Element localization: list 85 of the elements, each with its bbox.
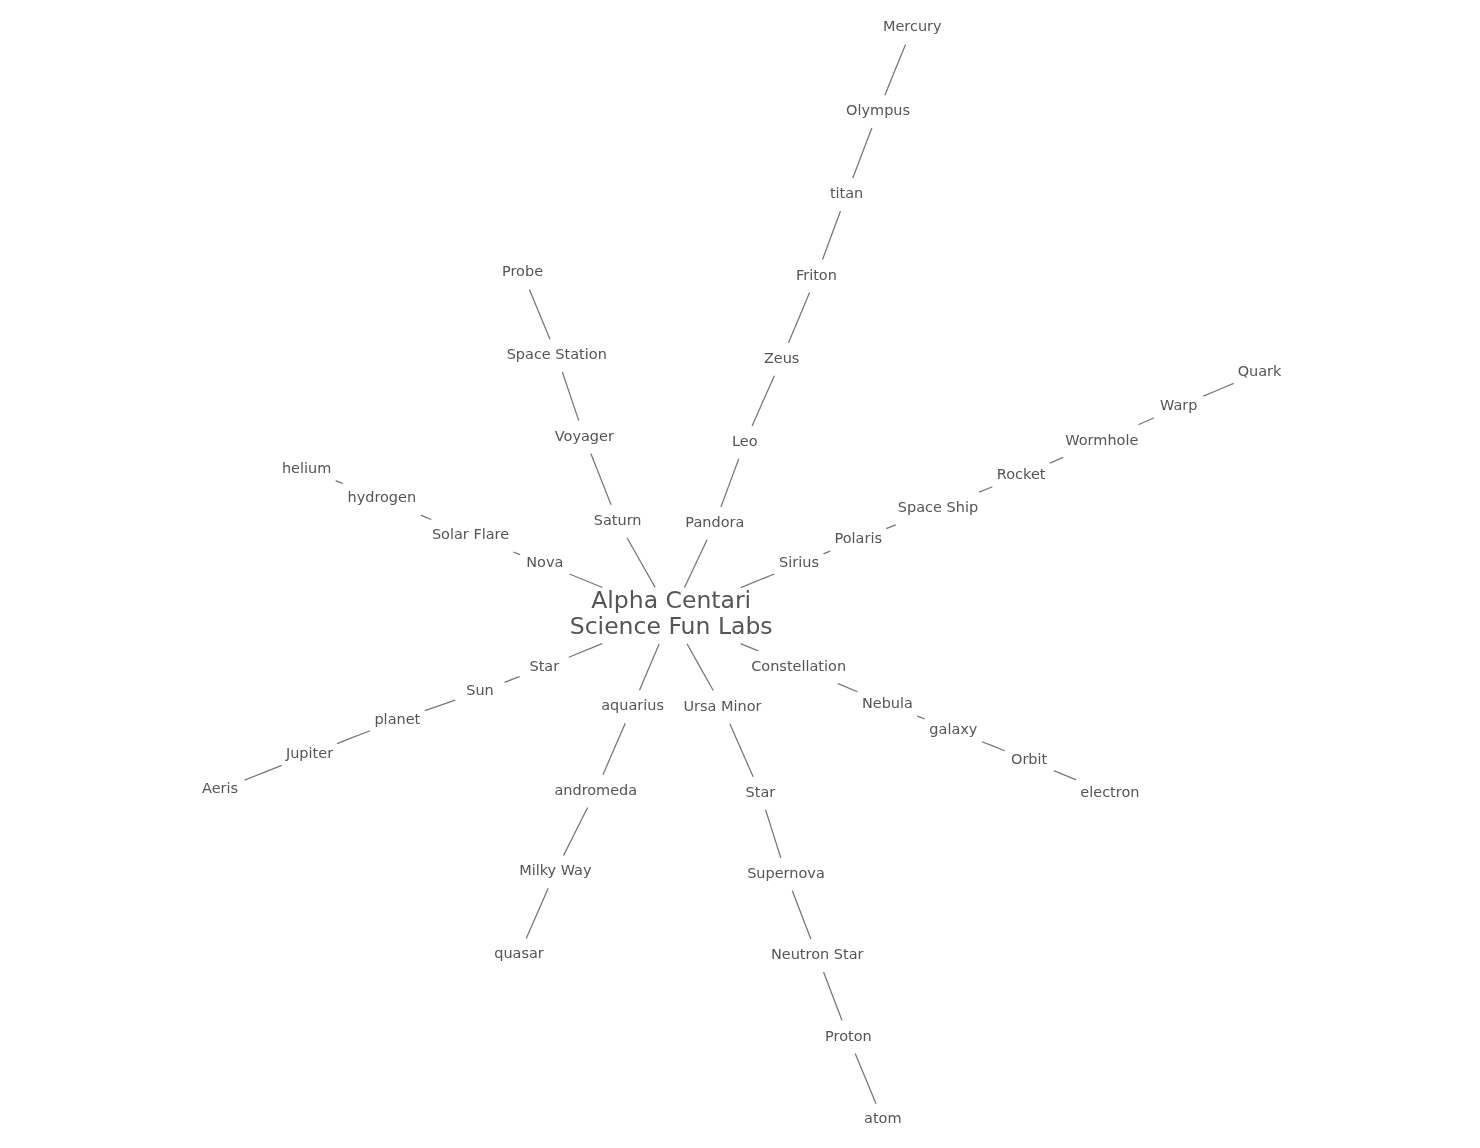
connector: [885, 524, 896, 530]
node-text: Neutron Star: [770, 946, 863, 962]
connector: [821, 210, 841, 261]
connector: [980, 741, 1005, 752]
connector: [567, 643, 603, 658]
node-text: helium: [281, 459, 331, 476]
node-text: Ursa Minor: [683, 697, 762, 714]
node-text: quasar: [493, 945, 544, 962]
connector: [883, 43, 906, 96]
node-text: Zeus: [763, 349, 799, 366]
connector: [568, 573, 603, 589]
node-text: planet: [373, 710, 420, 727]
connector: [822, 971, 843, 1022]
connector: [916, 715, 925, 720]
node-text: Wormhole: [1064, 431, 1138, 448]
connector: [625, 537, 656, 588]
connector: [243, 764, 282, 781]
connector: [503, 675, 520, 683]
connector: [1137, 417, 1155, 426]
node-text: galaxy: [928, 720, 977, 737]
connector: [791, 890, 812, 940]
connector: [977, 486, 993, 493]
connector: [739, 643, 759, 652]
node-text: Rocket: [996, 465, 1045, 482]
connector: [739, 573, 775, 589]
connector: [638, 643, 660, 691]
node-text: Voyager: [554, 427, 614, 444]
node-text: electron: [1079, 784, 1139, 801]
connector: [851, 127, 872, 179]
node-text: Constellation: [750, 657, 846, 674]
node-text: Alpha Centari Science Fun Labs: [569, 586, 773, 641]
node-text: andromeda: [553, 781, 637, 798]
node-text: Star: [528, 657, 559, 674]
node-text: Leo: [731, 432, 758, 449]
node-text: Milky Way: [518, 862, 592, 879]
connector: [528, 288, 551, 340]
node-text: Star: [745, 783, 775, 800]
connector: [335, 730, 371, 745]
node-text: Mercury: [882, 18, 942, 35]
node-text: Jupiter: [285, 744, 333, 761]
connector: [685, 643, 714, 692]
connector: [1052, 770, 1077, 781]
node-text: Proton: [824, 1027, 872, 1044]
node-text: Polaris: [834, 529, 882, 546]
node-text: Supernova: [746, 864, 825, 881]
connector: [512, 551, 521, 556]
node-text: Sirius: [778, 554, 819, 571]
connector: [589, 452, 612, 506]
connector: [423, 699, 456, 712]
connector: [683, 539, 708, 589]
node-text: Friton: [795, 266, 837, 283]
node-text: Solar Flare: [431, 526, 509, 543]
node-text: Saturn: [593, 511, 642, 528]
node-text: hydrogen: [346, 489, 416, 506]
connector: [525, 887, 549, 940]
connector: [854, 1052, 877, 1105]
node-text: Aeris: [201, 780, 238, 797]
connector: [836, 682, 858, 693]
connector: [561, 371, 579, 422]
node-text: Orbit: [1010, 750, 1047, 767]
connector: [764, 809, 781, 859]
node-text: Space Ship: [897, 499, 978, 516]
connector: [419, 514, 432, 521]
node-text: Warp: [1159, 397, 1197, 414]
node-text: Sun: [465, 682, 494, 699]
node-text: atom: [863, 1110, 902, 1127]
node-text: Probe: [501, 263, 543, 280]
node-text: aquarius: [600, 697, 664, 714]
node-text: Quark: [1237, 362, 1281, 379]
connector: [787, 291, 810, 344]
connector: [562, 806, 588, 857]
node-text: Nebula: [861, 694, 913, 711]
connector: [750, 375, 775, 427]
connector: [1048, 456, 1064, 464]
connector: [719, 458, 739, 508]
node-text: Olympus: [845, 102, 910, 119]
connector: [822, 550, 831, 555]
node-text: Space Station: [506, 345, 607, 362]
node-text: Pandora: [684, 513, 744, 530]
node-text: titan: [829, 184, 863, 201]
connector: [728, 723, 754, 778]
connector: [601, 722, 626, 776]
node-text: Nova: [525, 554, 563, 571]
connector: [334, 480, 343, 484]
connector: [1202, 382, 1234, 397]
